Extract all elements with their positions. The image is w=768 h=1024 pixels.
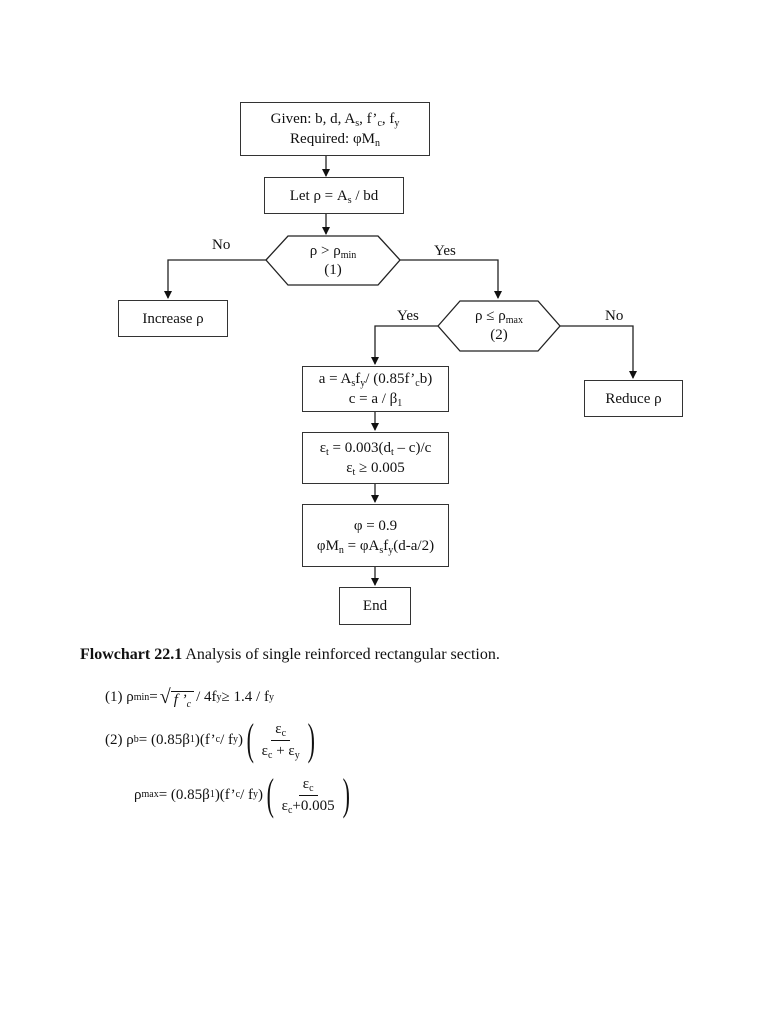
end-box: End xyxy=(339,587,411,625)
depth-compute-box: a = Asfy/ (0.85f’cb) c = a / β1 xyxy=(302,366,449,412)
decision1-no-label: No xyxy=(212,237,231,253)
increase-rho-box: Increase ρ xyxy=(118,300,228,337)
given-box: Given: b, d, As, f’c, fy Required: φMn xyxy=(240,102,430,156)
decision2-text: ρ ≤ ρmax (2) xyxy=(475,308,523,343)
strain-check-box: εt = 0.003(dt – c)/c εt ≥ 0.005 xyxy=(302,432,449,484)
caption-number: Flowchart 22.1 xyxy=(80,646,183,663)
caption-text: Analysis of single reinforced rectangula… xyxy=(182,646,500,663)
decision1-shape xyxy=(265,235,401,286)
decision2-shape xyxy=(437,300,561,352)
decision2-yes-label: Yes xyxy=(397,308,419,324)
decision2-no-label: No xyxy=(605,308,624,324)
decision1-text: ρ > ρmin (1) xyxy=(309,243,357,278)
let-rho-box: Let ρ = As / bd xyxy=(264,177,404,214)
arrow-decision1-yes xyxy=(400,259,502,299)
arrow-decision1-no xyxy=(164,259,266,299)
figure-caption: Flowchart 22.1 Analysis of single reinfo… xyxy=(80,646,500,664)
given-line: Given: b, d, As, f’c, fy xyxy=(270,111,400,129)
moment-capacity-box: φ = 0.9 φMn = φAsfy(d-a/2) xyxy=(302,504,449,567)
arrow-decision2-no xyxy=(560,325,637,379)
reduce-rho-box: Reduce ρ xyxy=(584,380,683,417)
required-line: Required: φMn xyxy=(290,131,380,149)
decision1-yes-label: Yes xyxy=(434,243,456,259)
arrow-decision2-yes xyxy=(371,325,438,365)
